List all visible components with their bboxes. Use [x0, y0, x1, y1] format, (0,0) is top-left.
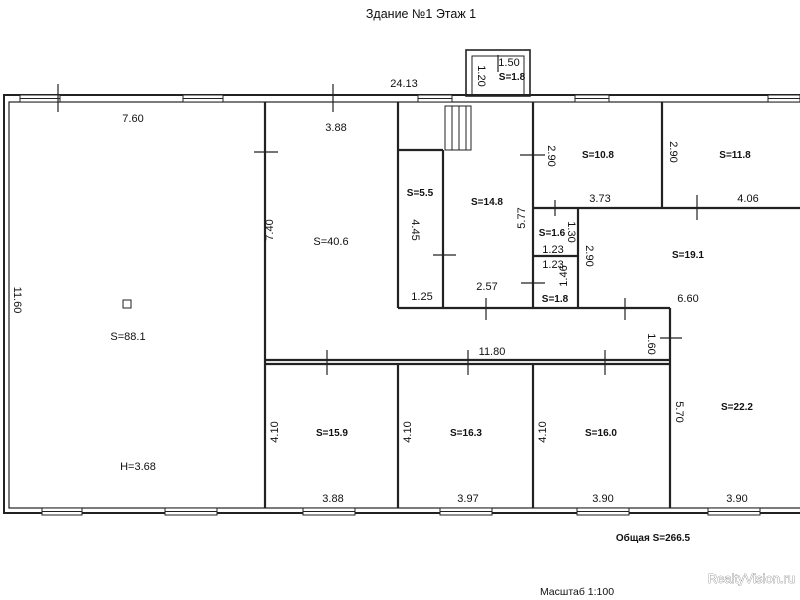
room-area-label: S=10.8	[582, 150, 614, 161]
room-area-label: S=88.1	[110, 331, 145, 343]
room-area-label: S=11.8	[719, 150, 751, 161]
room-area-label: S=5.5	[407, 188, 434, 199]
room-height-label: 2.90	[545, 145, 557, 166]
room-area-label: S=40.6	[313, 236, 348, 248]
room-area-label: S=19.1	[672, 250, 704, 261]
room-area-label: S=16.0	[585, 428, 617, 439]
room-width-label: 7.60	[122, 113, 143, 125]
corridor-length-label: 11.80	[479, 346, 506, 358]
total-area-label: Общая S=266.5	[616, 532, 691, 544]
room-width-label: 3.90	[592, 493, 613, 505]
room-width-label: 1.25	[411, 291, 432, 303]
room-area-label: S=1.8	[542, 294, 569, 305]
column-marker	[122, 299, 132, 309]
room-height-label: 4.10	[402, 421, 414, 442]
room-width-label: 3.90	[726, 493, 747, 505]
left-height-dimension: 11.60	[11, 287, 23, 314]
room-height-label: 2.90	[667, 141, 679, 162]
room-height-label: 4.10	[537, 421, 549, 442]
room-area-label: S=14.8	[471, 197, 503, 208]
room-width-label: 3.88	[322, 493, 343, 505]
interior-walls	[263, 102, 800, 508]
top-total-dimension: 24.13	[390, 78, 418, 90]
room-height-label: 4.45	[409, 219, 421, 240]
room-area-label: S=15.9	[316, 428, 348, 439]
room-width-label: 1.50	[498, 57, 519, 69]
room-height-label: 5.77	[516, 207, 528, 228]
windows-top	[19, 94, 800, 103]
room-width-label: 2.57	[476, 281, 497, 293]
room-area-label: S=1.8	[499, 72, 526, 83]
room-height-label: 1.20	[475, 65, 487, 86]
exterior-walls	[3, 94, 800, 514]
corridor-width-label: 1.60	[645, 333, 657, 354]
height-marker: H=3.68	[120, 461, 156, 473]
room-width-label: 1.23	[542, 244, 563, 256]
room-area-label: S=16.3	[450, 428, 482, 439]
windows-bottom	[41, 507, 761, 516]
room-width-label: 3.97	[457, 493, 478, 505]
room-area-label: S=22.2	[721, 402, 753, 413]
watermark: RealtyVision.ru	[708, 571, 795, 586]
room-area-label: S=1.6	[539, 228, 566, 239]
room-width-label: 6.60	[677, 293, 698, 305]
room-height-label: 2.90	[583, 245, 595, 266]
room-width-label: 4.06	[737, 193, 758, 205]
room-height-label: 1.30	[565, 221, 577, 242]
room-width-label: 3.73	[589, 193, 610, 205]
room-height-label: 1.46	[558, 265, 570, 286]
room-height-label: 7.40	[264, 219, 276, 240]
room-height-label: 5.70	[673, 401, 685, 422]
plan-title: Здание №1 Этаж 1	[366, 7, 476, 21]
room-width-label: 3.88	[325, 122, 346, 134]
scale-label: Масштаб 1:100	[540, 586, 614, 598]
stairs	[444, 105, 472, 151]
door-marks	[57, 55, 698, 375]
room-height-label: 4.10	[269, 421, 281, 442]
room-width-label: 1.23	[542, 259, 563, 271]
